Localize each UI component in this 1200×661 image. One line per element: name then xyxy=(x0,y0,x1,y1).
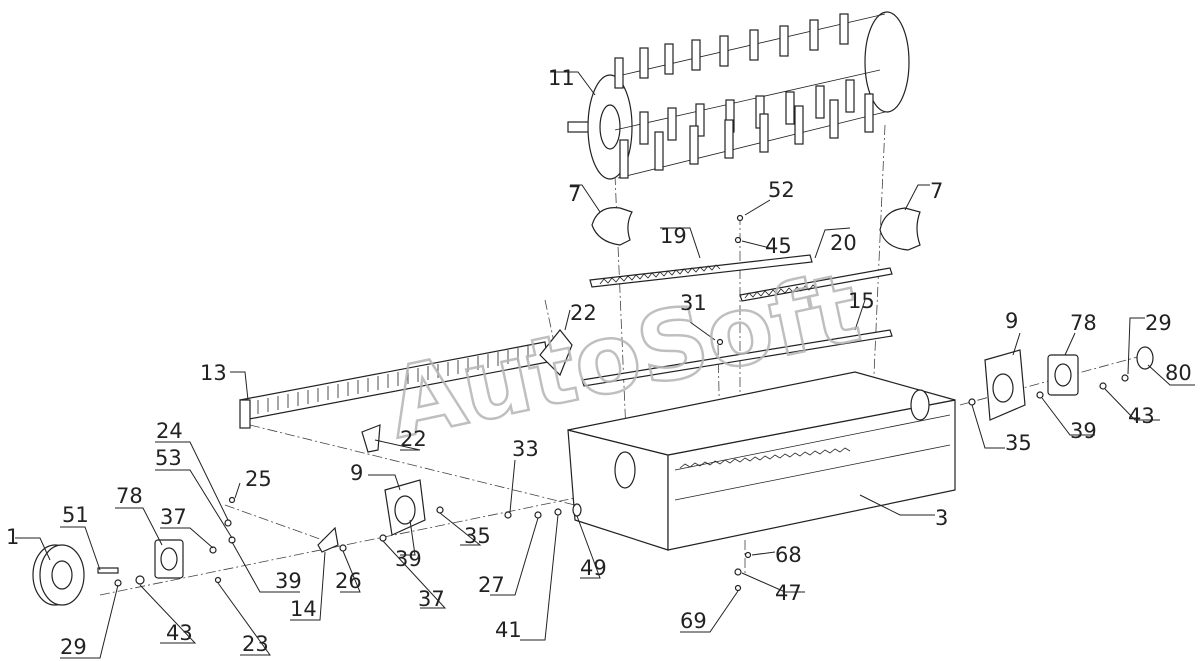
callout-68: 68 xyxy=(775,543,802,567)
callout-20: 20 xyxy=(830,231,857,255)
bolt-part-25 xyxy=(228,496,236,504)
plate-part-22-upper xyxy=(539,329,573,377)
callout-31: 31 xyxy=(680,291,707,315)
toothed-bar-part-19 xyxy=(589,254,813,288)
callout-52: 52 xyxy=(768,178,795,202)
callout-29: 29 xyxy=(1145,311,1172,335)
key-part-51 xyxy=(97,567,119,574)
callout-41: 41 xyxy=(495,618,522,642)
leader-lines xyxy=(15,71,1195,659)
callout-51: 51 xyxy=(62,503,89,527)
callout-9: 9 xyxy=(350,461,363,485)
callout-53: 53 xyxy=(155,446,182,470)
callout-7: 7 xyxy=(568,182,581,206)
cap-part-80 xyxy=(1136,346,1154,370)
bolt-part-31 xyxy=(716,338,724,346)
washer-part-39-right xyxy=(1036,391,1044,399)
callout-7: 7 xyxy=(930,179,943,203)
callout-19: 19 xyxy=(660,224,687,248)
callout-14: 14 xyxy=(290,597,317,621)
callout-47: 47 xyxy=(775,581,802,605)
nut-part-43-right xyxy=(1099,382,1107,390)
washer-part-37b xyxy=(379,534,387,542)
nut-part-43-left xyxy=(135,575,145,585)
callout-39: 39 xyxy=(1070,419,1097,443)
flange-part-9-left xyxy=(384,479,426,536)
callout-27: 27 xyxy=(478,573,505,597)
beater-drum-part-11 xyxy=(567,11,910,180)
washer-part-49 xyxy=(572,503,582,517)
housing-frame-part-3 xyxy=(567,371,956,551)
half-shell-right-part-7 xyxy=(879,207,921,251)
callout-22: 22 xyxy=(570,301,597,325)
callout-39: 39 xyxy=(275,569,302,593)
callout-23: 23 xyxy=(242,632,269,656)
callout-13: 13 xyxy=(200,361,227,385)
callout-49: 49 xyxy=(580,556,607,580)
callout-15: 15 xyxy=(848,289,875,313)
flange-part-9-right xyxy=(984,349,1026,421)
bearing-housing-part-78-left xyxy=(154,539,184,579)
toothed-bar-part-20 xyxy=(739,267,893,302)
callout-78: 78 xyxy=(1070,311,1097,335)
bolt-part-33 xyxy=(504,511,512,519)
callout-11: 11 xyxy=(548,66,575,90)
callout-35: 35 xyxy=(464,524,491,548)
washer-part-41 xyxy=(554,508,562,516)
callout-labels: 1 51 78 29 43 37 53 24 25 39 23 14 26 9 … xyxy=(6,66,1192,659)
bolt-part-27 xyxy=(534,511,542,519)
callout-43: 43 xyxy=(166,621,193,645)
bolt-part-52 xyxy=(736,214,744,222)
pulley-part-1 xyxy=(32,544,85,606)
beater-knives xyxy=(614,13,874,179)
callout-39: 39 xyxy=(395,547,422,571)
callout-37: 37 xyxy=(418,587,445,611)
bolt-part-68 xyxy=(744,551,752,559)
callout-26: 26 xyxy=(335,569,362,593)
bolt-part-35-right xyxy=(968,398,976,406)
callout-29: 29 xyxy=(60,635,87,659)
callout-25: 25 xyxy=(245,467,272,491)
callout-78: 78 xyxy=(116,484,143,508)
washer-part-47 xyxy=(734,568,742,576)
callout-22: 22 xyxy=(400,427,427,451)
bearing-housing-part-78-right xyxy=(1047,354,1079,396)
callout-69: 69 xyxy=(680,609,707,633)
bolt-part-23 xyxy=(214,576,222,584)
bolt-part-29-right xyxy=(1121,374,1129,382)
nut-part-26 xyxy=(339,544,347,552)
callout-3: 3 xyxy=(935,506,948,530)
callout-45: 45 xyxy=(765,234,792,258)
callout-24: 24 xyxy=(156,419,183,443)
callout-35: 35 xyxy=(1005,431,1032,455)
callout-80: 80 xyxy=(1165,361,1192,385)
callout-1: 1 xyxy=(6,525,19,549)
washer-part-37a xyxy=(209,546,217,554)
callout-9: 9 xyxy=(1005,309,1018,333)
half-shell-left-part-7 xyxy=(591,207,633,246)
bolt-part-35-left xyxy=(436,506,444,514)
bolt-part-69 xyxy=(734,584,742,592)
plate-part-22-lower xyxy=(361,424,381,453)
washer-part-45 xyxy=(734,236,742,244)
callout-37: 37 xyxy=(160,505,187,529)
bracket-part-14 xyxy=(317,526,339,553)
bolt-part-24 xyxy=(224,519,232,527)
callout-43: 43 xyxy=(1128,404,1155,428)
strip-part-15 xyxy=(581,329,893,387)
callout-33: 33 xyxy=(512,437,539,461)
